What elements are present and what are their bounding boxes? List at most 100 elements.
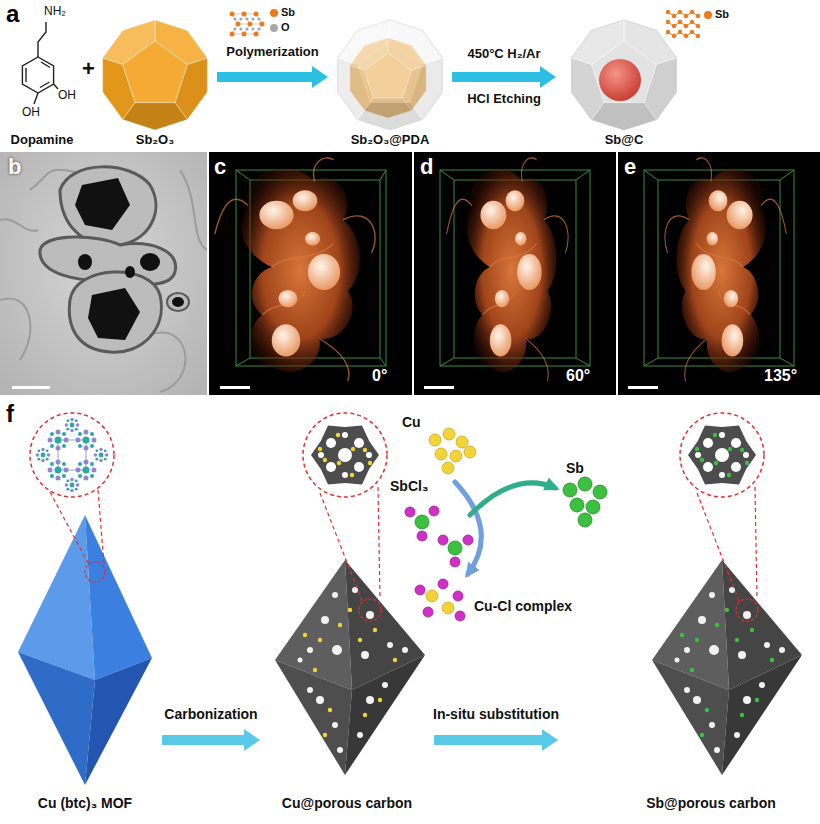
tem-image bbox=[172, 297, 184, 307]
magnified-inset bbox=[736, 599, 758, 621]
legend-swatch bbox=[704, 11, 712, 19]
particle-node: Sb₂O₃ bbox=[95, 12, 215, 150]
crystal-icon bbox=[666, 10, 700, 38]
magnified-inset bbox=[86, 440, 87, 470]
mof-octahedron bbox=[85, 515, 152, 680]
cu-atoms bbox=[429, 428, 476, 474]
crystal-icon bbox=[684, 24, 688, 28]
tomography-panel bbox=[576, 358, 590, 366]
mof-octahedron bbox=[85, 658, 152, 785]
panel-letter: c bbox=[214, 154, 226, 180]
sbcl3-molecule bbox=[438, 535, 448, 545]
magnified-inset bbox=[85, 562, 105, 582]
tem-image bbox=[78, 254, 92, 270]
tomography-panel bbox=[644, 170, 658, 180]
magnified-inset bbox=[48, 460, 69, 481]
crystal-icon bbox=[666, 10, 700, 38]
atom-label: OH bbox=[58, 88, 76, 102]
cu-cl-complex bbox=[455, 611, 465, 621]
tomography-panel bbox=[380, 170, 386, 180]
tem-image bbox=[140, 253, 160, 271]
crystal-icon bbox=[233, 17, 236, 20]
dopamine-structure bbox=[38, 22, 46, 57]
tem-image bbox=[125, 266, 135, 278]
process-arrow bbox=[434, 729, 558, 751]
crystal-icon bbox=[230, 12, 265, 37]
crystal-icon bbox=[696, 14, 700, 18]
angle-label: 60° bbox=[566, 366, 590, 385]
sbcl3-molecule bbox=[448, 541, 462, 555]
crystal-icon bbox=[245, 27, 248, 30]
crystal-icon bbox=[239, 17, 242, 20]
magnified-inset bbox=[320, 493, 362, 601]
tomography-panel bbox=[780, 358, 794, 366]
species-label: SbCl₃ bbox=[390, 478, 428, 495]
particle-node: Sb@C bbox=[558, 12, 690, 150]
cu-atoms bbox=[456, 436, 468, 448]
particle-node: Sb@porous carbon bbox=[560, 540, 812, 814]
magnified-inset bbox=[311, 426, 379, 485]
dopamine-structure bbox=[41, 62, 50, 68]
crystal-icon bbox=[672, 34, 676, 38]
sbcl3-molecule bbox=[415, 515, 429, 529]
sb-porous-carbon bbox=[652, 560, 802, 775]
legend-text: Sb bbox=[715, 8, 729, 21]
magnified-inset bbox=[65, 418, 80, 433]
sb-atoms bbox=[593, 485, 607, 499]
crystal-icon bbox=[672, 24, 676, 28]
crystal-icon bbox=[233, 27, 236, 30]
tomography-panel bbox=[576, 170, 590, 180]
sb-atoms bbox=[578, 477, 592, 491]
node-label: Cu (btc)₃ MOF bbox=[38, 795, 132, 812]
tem-image bbox=[60, 167, 156, 246]
magnified-inset bbox=[680, 413, 764, 497]
crystal-icon bbox=[260, 22, 265, 27]
legend-item: O bbox=[270, 21, 290, 34]
sbcl3-molecule bbox=[405, 507, 415, 517]
legend-text: Sb bbox=[281, 6, 295, 19]
angle-label: 135° bbox=[764, 366, 797, 385]
tem-image bbox=[12, 386, 50, 389]
crystal-icon bbox=[239, 27, 242, 30]
sb2o3-particle bbox=[103, 20, 208, 130]
crystal-icon bbox=[684, 34, 688, 38]
sbcl3-molecule bbox=[450, 557, 460, 567]
cu-cl-complex bbox=[415, 585, 425, 595]
particle-node: Dopamine bbox=[4, 12, 80, 150]
magnified-inset bbox=[359, 599, 381, 621]
carbon-shell bbox=[572, 20, 677, 130]
crystal-icon bbox=[230, 12, 235, 17]
magnified-inset bbox=[58, 440, 59, 470]
panel-letter: b bbox=[8, 154, 21, 180]
sbcl3-molecule bbox=[417, 531, 427, 541]
tomography-panel bbox=[447, 158, 568, 381]
cu-atoms bbox=[429, 434, 441, 446]
crystal-icon bbox=[684, 14, 688, 18]
tomography-panel bbox=[414, 152, 616, 395]
crystal-icon bbox=[242, 32, 247, 37]
node-label: Dopamine bbox=[11, 132, 74, 148]
cu-atoms bbox=[442, 462, 454, 474]
tomography-panel bbox=[220, 386, 658, 389]
sb-atoms bbox=[570, 498, 584, 512]
reaction-arrow bbox=[470, 483, 555, 515]
tem-image bbox=[0, 152, 207, 395]
tomography-panel bbox=[440, 358, 454, 366]
node-label: Sb₂O₃@PDA bbox=[351, 132, 430, 148]
species-label: Sb bbox=[566, 460, 584, 477]
sbcl3-molecule bbox=[405, 506, 473, 567]
tem-image bbox=[88, 288, 140, 340]
crystal-icon bbox=[666, 30, 670, 34]
magnified-inset bbox=[94, 448, 109, 463]
dopamine-structure bbox=[54, 84, 58, 89]
magnified-inset bbox=[36, 448, 51, 463]
tem-image bbox=[167, 293, 189, 311]
tomography-panel bbox=[424, 386, 454, 389]
cu-cl-complex bbox=[423, 607, 433, 617]
magnified-inset bbox=[378, 487, 380, 599]
tem-image bbox=[0, 152, 207, 395]
cu-cl-complex bbox=[453, 591, 463, 601]
dopamine-structure bbox=[40, 82, 50, 88]
